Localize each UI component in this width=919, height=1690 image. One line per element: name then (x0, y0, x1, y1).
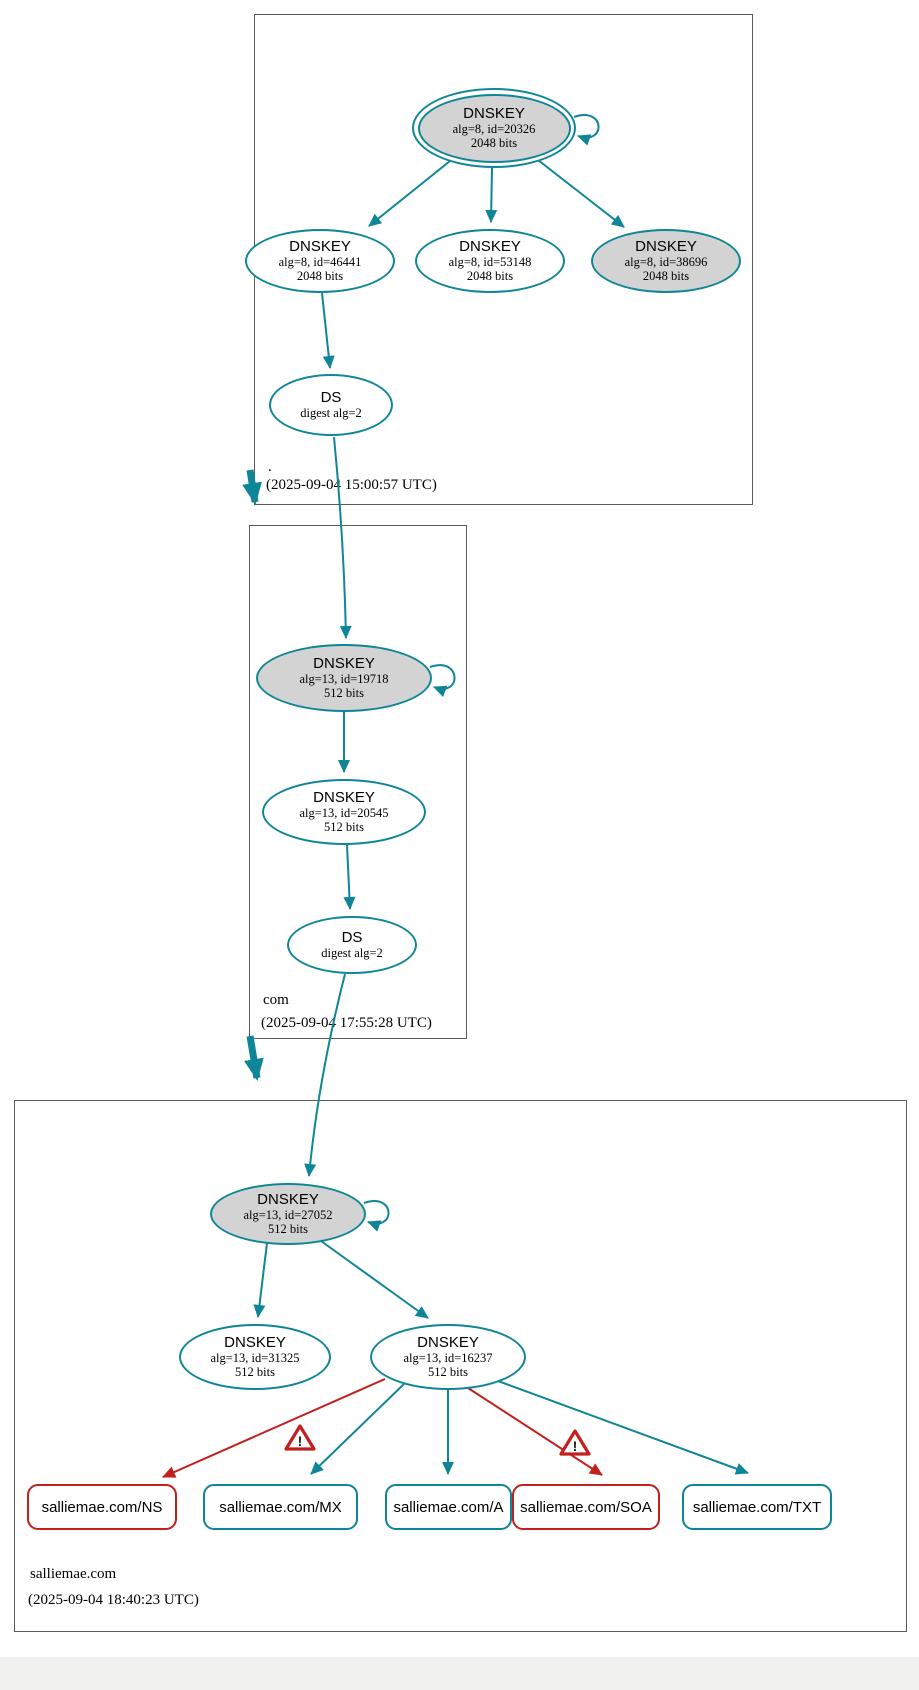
zone-box-salliemae: salliemae.com (2025-09-04 18:40:23 UTC) (14, 1100, 907, 1632)
node-title: DNSKEY (417, 1333, 479, 1351)
rrset-label: salliemae.com/SOA (520, 1498, 652, 1516)
rrset-label: salliemae.com/A (393, 1498, 504, 1516)
rrset-salliemae-ns[interactable]: salliemae.com/NS (27, 1484, 177, 1530)
node-title: DNSKEY (313, 788, 375, 806)
node-detail: alg=8, id=20326 (452, 122, 536, 137)
node-root-dnskey-20326[interactable]: DNSKEY alg=8, id=20326 2048 bits (412, 88, 576, 168)
node-detail: alg=13, id=27052 (243, 1208, 333, 1223)
node-bits: 2048 bits (466, 269, 514, 284)
warning-icon: ! (559, 1429, 591, 1456)
viewport-bottom-strip (0, 1657, 919, 1690)
edge-root-ds-to-com-ksk (333, 436, 352, 639)
edge-com-ksk-selfloop-icon (429, 664, 456, 697)
node-detail: digest alg=2 (300, 406, 362, 421)
zone-timestamp-salliemae: (2025-09-04 18:40:23 UTC) (28, 1592, 199, 1608)
edge-root-ksk-to-zsk46441 (368, 160, 451, 227)
edge-salliemae-ksk-to-zsk16237 (320, 1240, 429, 1319)
node-title: DS (341, 928, 363, 946)
node-root-dnskey-38696[interactable]: DNSKEY alg=8, id=38696 2048 bits (591, 229, 741, 293)
node-title: DNSKEY (459, 237, 521, 255)
node-bits: 512 bits (428, 1365, 468, 1380)
edge-com-zsk-to-ds (343, 844, 356, 910)
node-root-dnskey-20326-inner: DNSKEY alg=8, id=20326 2048 bits (417, 93, 571, 163)
zone-label-com: com (263, 992, 289, 1008)
node-salliemae-dnskey-31325[interactable]: DNSKEY alg=13, id=31325 512 bits (179, 1324, 331, 1390)
warning-glyph: ! (573, 1438, 578, 1454)
node-bits: 2048 bits (296, 269, 344, 284)
node-salliemae-dnskey-27052[interactable]: DNSKEY alg=13, id=27052 512 bits (210, 1183, 366, 1245)
rrset-salliemae-mx[interactable]: salliemae.com/MX (203, 1484, 358, 1530)
node-com-ds[interactable]: DS digest alg=2 (287, 916, 417, 974)
node-bits: 512 bits (324, 686, 364, 701)
node-detail: alg=13, id=20545 (299, 806, 389, 821)
node-detail: alg=13, id=31325 (210, 1351, 300, 1366)
node-detail: alg=13, id=19718 (299, 672, 389, 687)
rrset-salliemae-a[interactable]: salliemae.com/A (385, 1484, 512, 1530)
rrset-label: salliemae.com/MX (219, 1498, 342, 1516)
edge-root-ksk-selfloop-icon (573, 114, 600, 146)
node-title: DS (320, 388, 342, 406)
node-detail: alg=8, id=53148 (448, 255, 532, 270)
node-title: DNSKEY (257, 1190, 319, 1208)
edge-salliemae-ksk-to-zsk31325 (253, 1242, 268, 1318)
rrset-label: salliemae.com/TXT (692, 1498, 822, 1516)
warning-glyph: ! (298, 1433, 303, 1449)
node-detail: alg=8, id=38696 (624, 255, 708, 270)
edge-root-zsk46441-to-ds (321, 292, 335, 369)
edge-root-ksk-to-zsk53148 (485, 167, 498, 223)
node-bits: 512 bits (235, 1365, 275, 1380)
edge-com-ds-to-salliemae-ksk (304, 973, 346, 1177)
zone-label-root: . (268, 459, 272, 475)
edge-zsk16237-to-rrset-mx (310, 1383, 405, 1475)
node-salliemae-dnskey-16237[interactable]: DNSKEY alg=13, id=16237 512 bits (370, 1324, 526, 1390)
node-com-dnskey-20545[interactable]: DNSKEY alg=13, id=20545 512 bits (262, 779, 426, 845)
node-detail: digest alg=2 (321, 946, 383, 961)
node-title: DNSKEY (224, 1333, 286, 1351)
rrset-salliemae-txt[interactable]: salliemae.com/TXT (682, 1484, 832, 1530)
node-bits: 512 bits (324, 820, 364, 835)
node-detail: alg=8, id=46441 (278, 255, 362, 270)
edge-delegation-root-to-com (242, 469, 262, 505)
node-title: DNSKEY (635, 237, 697, 255)
node-bits: 512 bits (268, 1222, 308, 1237)
node-bits: 2048 bits (470, 136, 518, 151)
zone-timestamp-root: (2025-09-04 15:00:57 UTC) (266, 477, 437, 493)
edge-zsk16237-to-rrset-txt (497, 1380, 749, 1475)
node-detail: alg=13, id=16237 (403, 1351, 493, 1366)
node-com-dnskey-19718[interactable]: DNSKEY alg=13, id=19718 512 bits (256, 644, 432, 712)
edge-root-ksk-to-zsk38696 (537, 159, 625, 228)
zone-box-com: com (2025-09-04 17:55:28 UTC) (249, 525, 467, 1039)
node-title: DNSKEY (289, 237, 351, 255)
node-root-dnskey-53148[interactable]: DNSKEY alg=8, id=53148 2048 bits (415, 229, 565, 293)
zone-timestamp-com: (2025-09-04 17:55:28 UTC) (261, 1015, 432, 1031)
rrset-label: salliemae.com/NS (41, 1498, 163, 1516)
edge-zsk16237-to-rrset-soa (467, 1387, 603, 1476)
node-bits: 2048 bits (642, 269, 690, 284)
edge-delegation-com-to-salliemae (244, 1035, 264, 1081)
node-root-dnskey-46441[interactable]: DNSKEY alg=8, id=46441 2048 bits (245, 229, 395, 293)
node-title: DNSKEY (313, 654, 375, 672)
rrset-salliemae-soa[interactable]: salliemae.com/SOA (512, 1484, 660, 1530)
zone-label-salliemae: salliemae.com (30, 1566, 117, 1582)
node-title: DNSKEY (463, 104, 525, 122)
edge-zsk16237-to-rrset-ns (162, 1378, 386, 1478)
edge-salliemae-ksk-selfloop-icon (363, 1200, 390, 1232)
node-root-ds[interactable]: DS digest alg=2 (269, 374, 393, 436)
warning-icon: ! (284, 1424, 316, 1451)
